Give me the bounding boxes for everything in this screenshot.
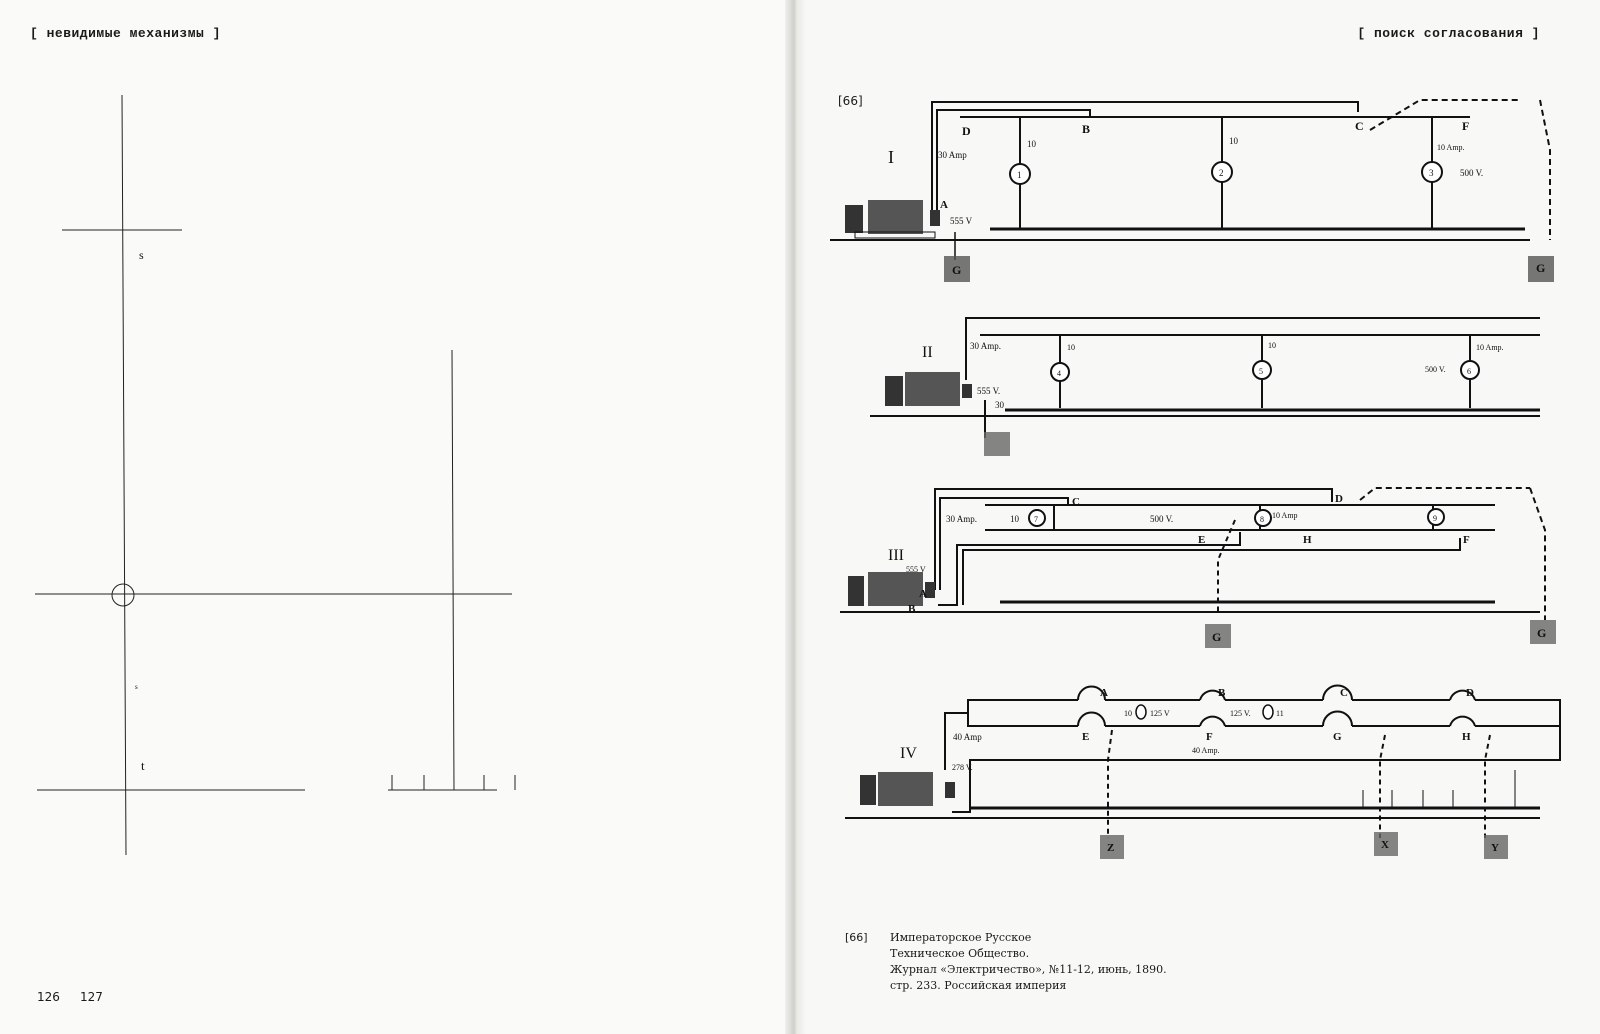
ground-label: X [1381, 839, 1389, 851]
node-label: C [1340, 687, 1348, 699]
node-label: F [1462, 119, 1469, 133]
lamp-number: 4 [1057, 369, 1061, 378]
figure-reference: [66] [838, 94, 863, 108]
node-label: A [940, 199, 948, 211]
node-label: D [1335, 493, 1343, 505]
node-label: D [962, 124, 971, 138]
diagram-I: I D B C F A 30 Amp 555 V 10 10 10 Amp. 5… [830, 99, 1554, 282]
caption-line: Журнал «Электричество», №11-12, июнь, 18… [890, 963, 1167, 976]
ground-label: G [1536, 261, 1545, 275]
label-s-small: s [135, 683, 138, 691]
current-label: 10 [1067, 343, 1075, 352]
label-s: s [139, 248, 144, 262]
current-label: 10 [1229, 136, 1239, 146]
ground-plate [984, 432, 1010, 456]
node-label: A [1100, 687, 1108, 699]
current-label: 40 Amp [953, 732, 982, 742]
ground-label: G [1212, 630, 1221, 644]
node-label: B [1218, 687, 1226, 699]
current-label: 40 Amp. [1192, 746, 1220, 755]
node-label: E [1082, 731, 1089, 743]
diagram-label: III [888, 547, 904, 564]
current-label: 10 [1268, 341, 1276, 350]
diagram-IV: IV A B C D E F G H 40 Amp 40 Amp. 278 V.… [845, 684, 1561, 859]
lamp-number: 9 [1433, 514, 1437, 523]
node-label: G [1333, 731, 1342, 743]
page-number-left: 126 [37, 990, 60, 1004]
diagram-III: III 30 Amp. C D E F H A B 555 V 10 500 V… [840, 487, 1556, 648]
current-label: 10 Amp. [1476, 343, 1504, 352]
node-label: C [1355, 119, 1364, 133]
caption-number: [66] [845, 931, 868, 944]
node-label: D [1466, 687, 1474, 699]
left-running-header: [ невидимые механизмы ] [30, 26, 221, 41]
diagram-label: II [922, 344, 933, 361]
current-label: 10 [1010, 514, 1020, 524]
node-label: A [919, 588, 927, 600]
caption-line: Императорское Русское [890, 931, 1032, 944]
right-running-header: [ поиск согласования ] [1357, 26, 1540, 41]
voltage-label: 125 V. [1230, 709, 1251, 718]
lamp-number: 8 [1260, 515, 1264, 524]
current-label: 30 Amp. [946, 514, 977, 524]
node-label: E [1198, 534, 1205, 546]
current-label: 10 [1124, 709, 1132, 718]
node-label: F [1206, 731, 1213, 743]
ground-label: Z [1107, 842, 1114, 854]
lamp-number: 2 [1219, 168, 1224, 178]
left-line-drawing [35, 94, 516, 856]
voltage-label: 555 V [906, 565, 926, 574]
current-label: 10 Amp. [1437, 143, 1465, 152]
lamp-number: 5 [1259, 367, 1263, 376]
right-page [800, 0, 1600, 1034]
voltage-label: 500 V. [1150, 514, 1173, 524]
ground-label: G [1537, 626, 1546, 640]
label-t: t [141, 758, 145, 773]
voltage-label: 500 V. [1425, 365, 1446, 374]
diagram-label: IV [900, 745, 917, 762]
generator-I [845, 200, 940, 239]
node-label: B [1082, 122, 1090, 136]
current-label: 11 [1276, 709, 1284, 718]
ground-label: G [952, 263, 961, 277]
node-label: B [908, 603, 916, 615]
voltage-label: 555 V. [977, 386, 1000, 396]
diagram-label: I [888, 147, 894, 167]
voltage-label: 278 V. [952, 763, 973, 772]
left-page [0, 0, 790, 1034]
node-label: H [1303, 534, 1312, 546]
current-label: 30 Amp [938, 150, 967, 160]
lamp-number: 1 [1017, 170, 1022, 180]
lamp-number: 7 [1034, 515, 1038, 524]
lamp-number: 6 [1467, 367, 1471, 376]
voltage-label: 555 V [950, 216, 973, 226]
ground-label: Y [1491, 842, 1499, 854]
current-label: 30 [995, 400, 1005, 410]
voltage-label: 500 V. [1460, 168, 1483, 178]
diagram-II: II 30 Amp. 555 V. 30 10 10 10 Amp. 500 V… [870, 317, 1540, 456]
page-number-right: 127 [80, 990, 103, 1004]
lamp-number: 3 [1429, 168, 1434, 178]
current-label: 10 [1027, 139, 1037, 149]
current-label: 10 Amp [1272, 511, 1298, 520]
caption-line: Техническое Общество. [890, 947, 1030, 960]
current-label: 30 Amp. [970, 341, 1001, 351]
book-gutter [785, 0, 805, 1034]
node-label: C [1072, 496, 1080, 508]
node-label: F [1463, 534, 1470, 546]
voltage-label: 125 V [1150, 709, 1170, 718]
caption-line: стр. 233. Российская империя [890, 979, 1067, 992]
node-label: H [1462, 731, 1471, 743]
